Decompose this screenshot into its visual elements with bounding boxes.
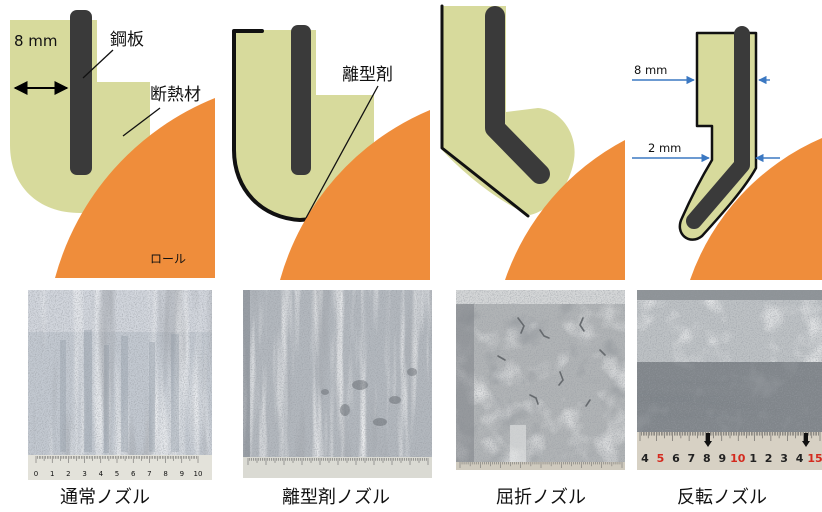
ruler-number: 2 bbox=[765, 452, 773, 465]
bent-nozzle-strip-photo bbox=[456, 290, 625, 470]
steel-plate-label: 鋼板 bbox=[110, 30, 144, 50]
thickness-label: 8 mm bbox=[14, 32, 58, 50]
ruler-scale bbox=[459, 462, 623, 468]
ruler-number: 6 bbox=[672, 452, 680, 465]
pin-marker bbox=[802, 433, 810, 447]
steel-plate bbox=[686, 26, 750, 229]
ruler-number: 10 bbox=[730, 452, 746, 465]
roll bbox=[690, 138, 822, 280]
ruler-number: 4 bbox=[796, 452, 804, 465]
steel-plate bbox=[291, 25, 311, 175]
ruler-number: 10 bbox=[194, 470, 203, 478]
ruler-number: 7 bbox=[688, 452, 696, 465]
ruler-number: 1 bbox=[749, 452, 757, 465]
ruler-number: 9 bbox=[180, 470, 184, 478]
ruler-number: 9 bbox=[718, 452, 726, 465]
caption-reversed-nozzle: 反転ノズル bbox=[677, 487, 767, 508]
ruler-number: 8 bbox=[163, 470, 167, 478]
ruler-number: 0 bbox=[34, 470, 38, 478]
normal-nozzle-strip-photo: 0 1 2 3 4 5 6 7 8 9 10 bbox=[28, 290, 212, 480]
ruler-number: 6 bbox=[131, 470, 136, 478]
release-agent-leader-line bbox=[305, 85, 379, 219]
caption-normal-nozzle: 通常ノズル bbox=[60, 487, 150, 508]
ruler bbox=[637, 432, 822, 470]
steel-plate-leader-line bbox=[82, 49, 114, 79]
ruler-number: 5 bbox=[115, 470, 119, 478]
ruler-number: 8 bbox=[703, 452, 711, 465]
photo-texture bbox=[637, 290, 822, 362]
release-agent-coating bbox=[440, 4, 530, 218]
ruler-number: 5 bbox=[657, 452, 665, 465]
reversed-nozzle-diagram: 8 mm 2 mm bbox=[632, 26, 822, 280]
insulation-leader-line bbox=[122, 107, 161, 137]
photo-streaks bbox=[60, 330, 179, 453]
ruler-scale bbox=[247, 458, 429, 465]
release-agent-nozzle-diagram: 離型剤 bbox=[232, 25, 430, 280]
insulation-shape bbox=[442, 6, 575, 215]
release-agent-label: 離型剤 bbox=[342, 65, 393, 85]
steel-plate bbox=[70, 10, 92, 175]
caption-release-agent-nozzle: 離型剤ノズル bbox=[282, 487, 390, 508]
ruler bbox=[456, 462, 625, 470]
roll-label: ロール bbox=[150, 252, 186, 266]
photo-spots bbox=[321, 368, 417, 426]
ruler-number: 1 bbox=[50, 470, 54, 478]
roll bbox=[55, 98, 215, 278]
upper-thickness-label: 8 mm bbox=[634, 63, 667, 77]
ruler-number: 4 bbox=[641, 452, 649, 465]
photo-texture bbox=[243, 290, 432, 458]
captions: 通常ノズル 離型剤ノズル 屈折ノズル 反転ノズル bbox=[60, 487, 767, 508]
roll bbox=[280, 110, 430, 280]
photo-cracks bbox=[497, 317, 606, 407]
photo-edge bbox=[243, 290, 250, 458]
release-agent-coating bbox=[232, 29, 340, 222]
roll bbox=[505, 140, 625, 280]
steel-plate bbox=[485, 6, 550, 184]
pin-marker bbox=[704, 433, 712, 447]
ruler-number: 3 bbox=[82, 470, 86, 478]
bent-nozzle-diagram bbox=[440, 4, 625, 280]
release-agent-nozzle-strip-photo bbox=[243, 290, 432, 478]
ruler-number: 3 bbox=[780, 452, 788, 465]
photo-dark-edge bbox=[456, 304, 474, 462]
ruler-number: 7 bbox=[147, 470, 151, 478]
ruler-number: 4 bbox=[99, 470, 104, 478]
photo-texture bbox=[28, 290, 212, 456]
photo-texture bbox=[637, 362, 822, 432]
photo-bright-stripe bbox=[510, 425, 526, 462]
ruler-number: 2 bbox=[66, 470, 70, 478]
normal-nozzle-diagram: 8 mm 鋼板 断熱材 ロール bbox=[10, 10, 215, 278]
caption-bent-nozzle: 屈折ノズル bbox=[496, 487, 586, 508]
ruler-scale: 0 1 2 3 4 5 6 7 8 9 10 bbox=[34, 456, 203, 478]
ruler bbox=[243, 457, 432, 478]
ruler bbox=[28, 455, 212, 480]
photo-texture bbox=[456, 290, 625, 462]
insulation-label: 断熱材 bbox=[150, 85, 201, 105]
ruler-number: 15 bbox=[807, 452, 822, 465]
lower-thickness-label: 2 mm bbox=[648, 141, 681, 155]
